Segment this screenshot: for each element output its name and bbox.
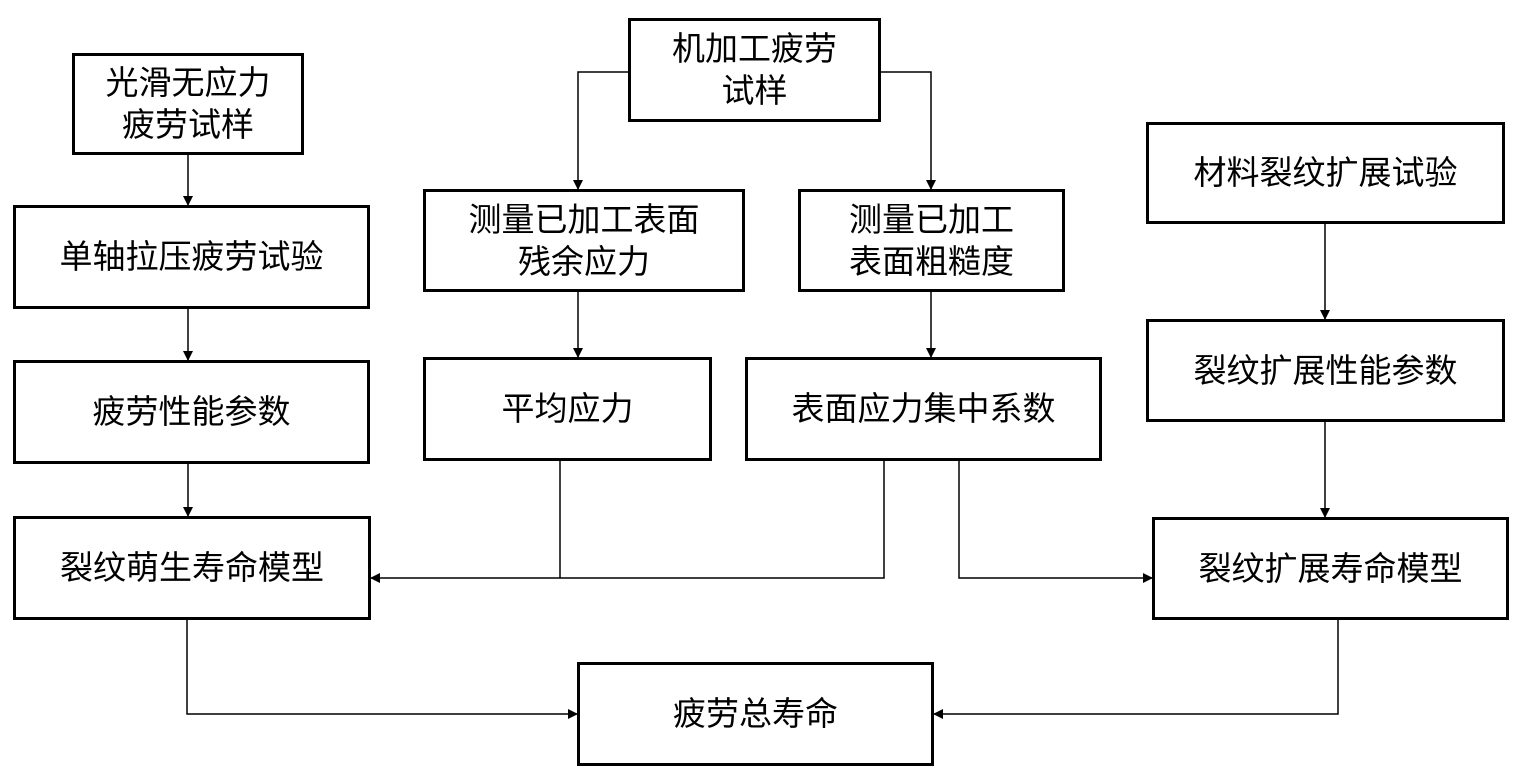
node-smooth-specimen: 光滑无应力 疲劳试样 bbox=[72, 53, 304, 155]
arrow-propagation-to-total-life bbox=[933, 620, 1339, 719]
arrow-initiation-to-total-life bbox=[186, 620, 578, 719]
node-crack-growth-params: 裂纹扩展性能参数 bbox=[1146, 319, 1505, 422]
node-uniaxial-test: 单轴拉压疲劳试验 bbox=[13, 205, 370, 309]
arrow-stress-concentration-to-initiation bbox=[370, 461, 885, 583]
node-total-life: 疲劳总寿命 bbox=[577, 662, 934, 766]
node-machined-specimen: 机加工疲劳 试样 bbox=[628, 18, 881, 122]
arrow-machined-to-roughness bbox=[881, 71, 936, 190]
node-measure-roughness: 测量已加工 表面粗糙度 bbox=[798, 189, 1065, 292]
arrow-stress-concentration-to-propagation bbox=[958, 461, 1153, 583]
node-mean-stress: 平均应力 bbox=[423, 357, 712, 461]
node-initiation-model: 裂纹萌生寿命模型 bbox=[13, 516, 371, 620]
node-measure-residual-stress: 测量已加工表面 残余应力 bbox=[423, 189, 745, 292]
node-propagation-model: 裂纹扩展寿命模型 bbox=[1152, 517, 1509, 620]
node-stress-concentration: 表面应力集中系数 bbox=[745, 357, 1102, 461]
node-fatigue-params: 疲劳性能参数 bbox=[13, 360, 370, 464]
arrow-machined-to-residual-stress bbox=[573, 71, 630, 190]
node-crack-growth-test: 材料裂纹扩展试验 bbox=[1146, 122, 1505, 224]
